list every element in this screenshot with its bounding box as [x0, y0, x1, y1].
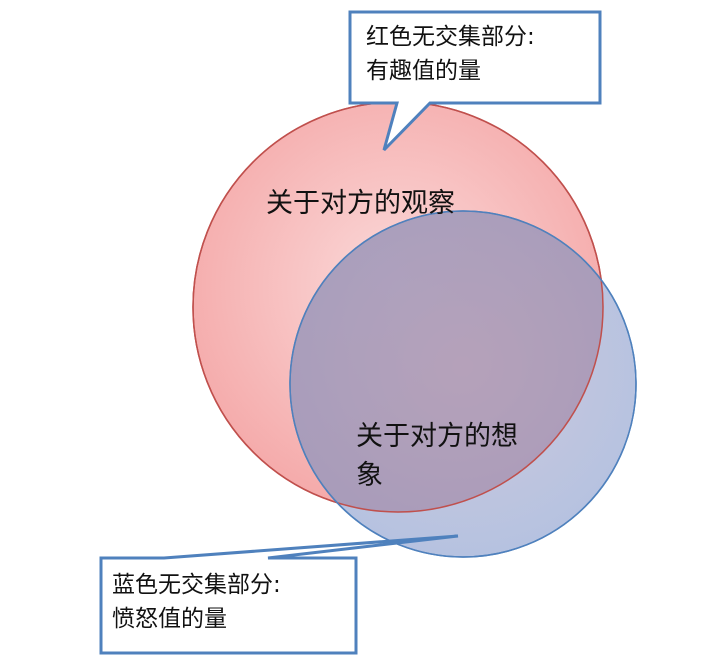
top-callout-box: [348, 10, 602, 152]
blue-circle-label-line1: 关于对方的想: [356, 421, 518, 452]
bottom-callout-box: [99, 534, 459, 655]
blue-circle-label-line2: 象: [356, 460, 383, 491]
top-callout-line2: 有趣值的量: [366, 58, 481, 84]
bottom-callout-line1: 蓝色无交集部分:: [112, 572, 281, 598]
top-callout-line1: 红色无交集部分:: [366, 24, 535, 50]
bottom-callout-line2: 愤怒值的量: [112, 606, 227, 632]
blue-circle-outline: [289, 210, 637, 558]
red-circle-label: 关于对方的观察: [266, 188, 455, 219]
